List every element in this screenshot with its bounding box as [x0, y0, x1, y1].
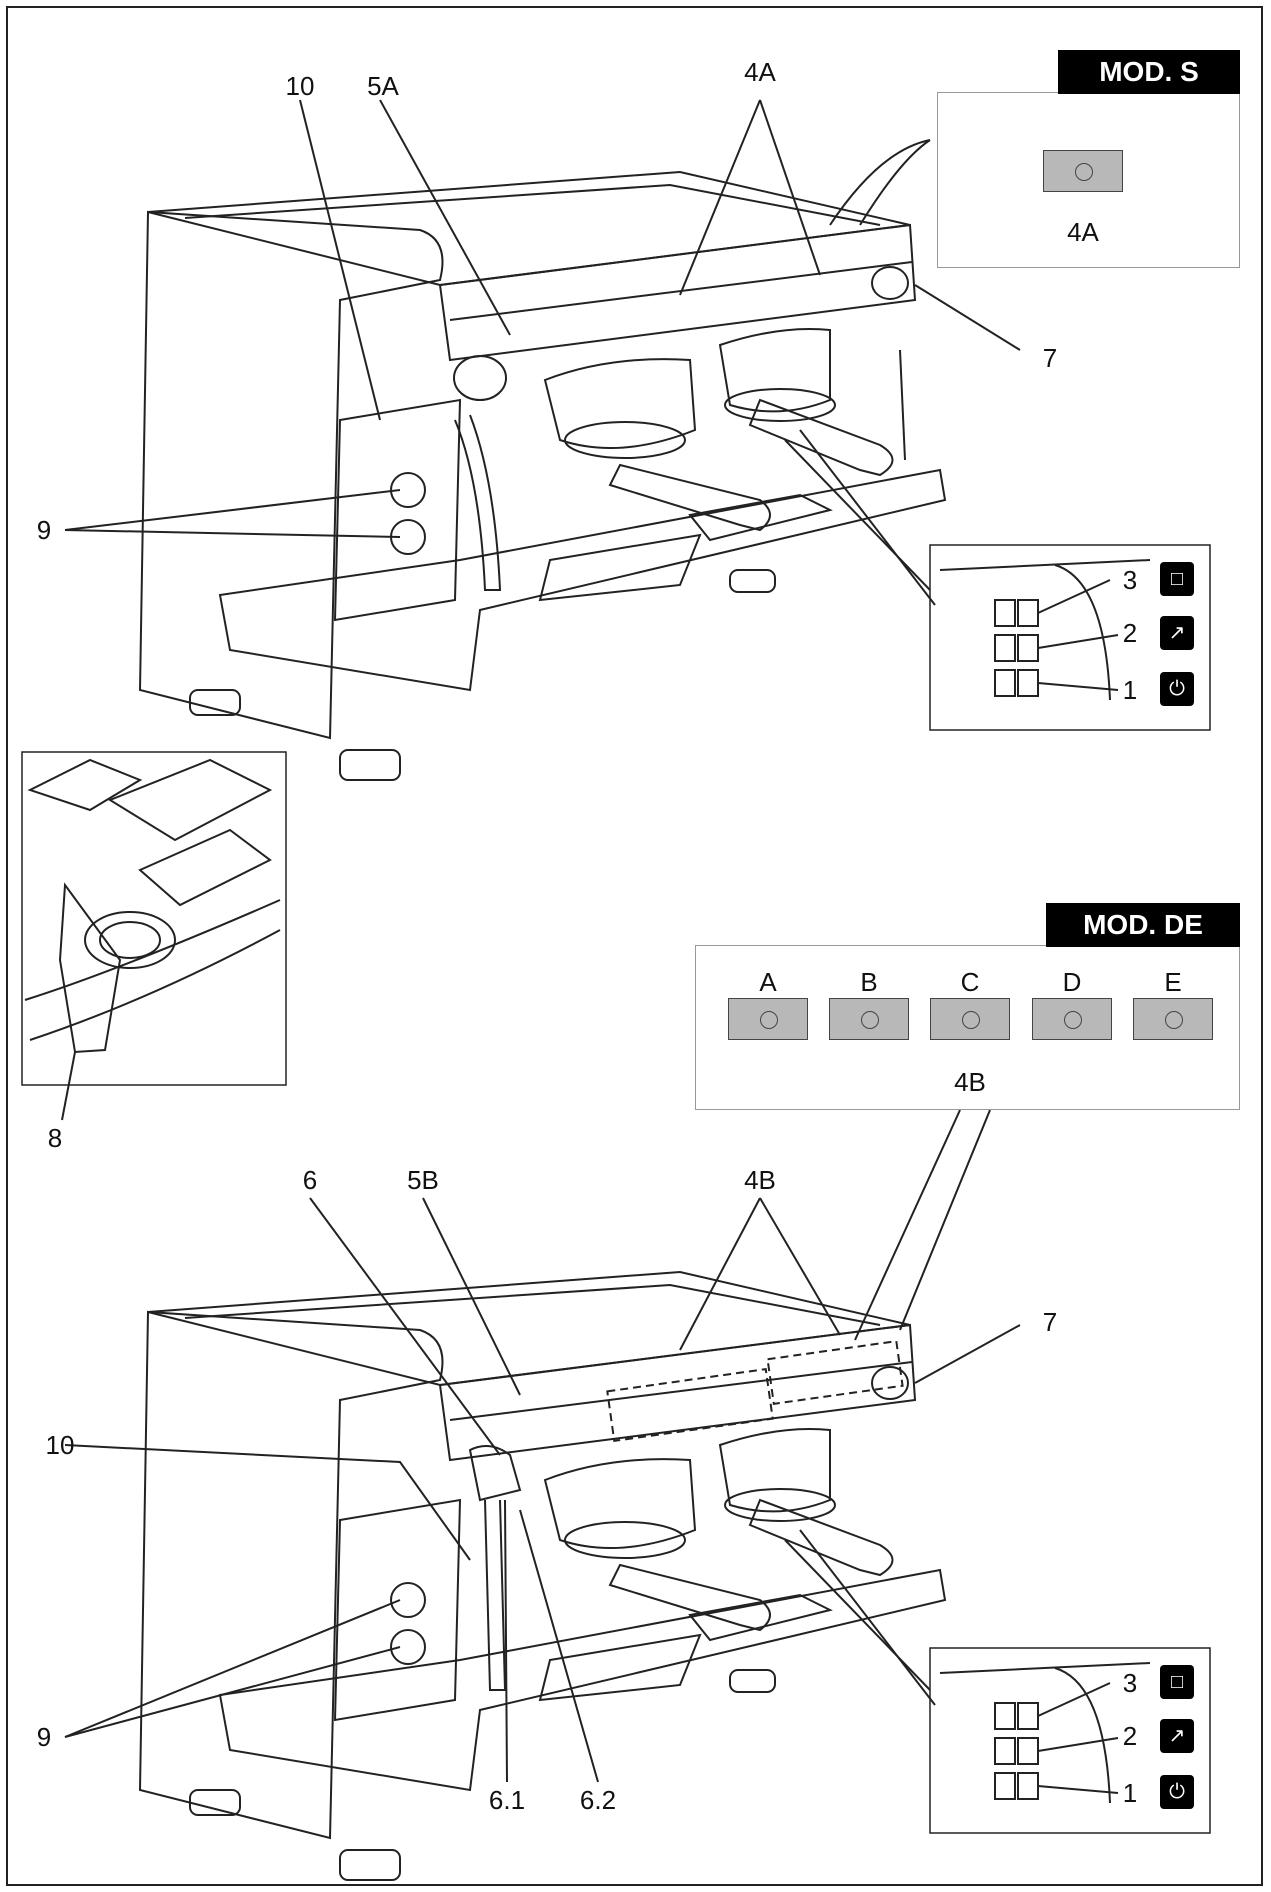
callout-6-2: 6.2 — [579, 1785, 617, 1815]
callout-3-top: 3 — [1122, 565, 1138, 595]
machine-top-drawing — [64, 99, 1021, 781]
callout-6-1: 6.1 — [488, 1785, 526, 1815]
steam-icon: ↗ — [1160, 1719, 1194, 1753]
callout-4b: 4B — [744, 1165, 776, 1195]
callout-6: 6 — [302, 1165, 318, 1195]
keys-group-label: 4B — [954, 1067, 986, 1097]
key-label-a: A — [759, 967, 777, 997]
cup-icon: □ — [1160, 1665, 1194, 1699]
detail-drawing — [21, 751, 287, 1121]
key-d — [1032, 998, 1112, 1040]
callout-9-top: 9 — [36, 515, 52, 545]
steam-icon: ↗ — [1160, 616, 1194, 650]
key-label-b: B — [860, 967, 878, 997]
mod-s-badge: MOD. S — [1058, 50, 1240, 94]
callout-10-top: 10 — [285, 71, 315, 101]
keypad-inset-top — [929, 544, 1211, 731]
callout-3-bottom: 3 — [1122, 1668, 1138, 1698]
callout-10-bottom: 10 — [45, 1430, 75, 1460]
callout-7-top: 7 — [1042, 343, 1058, 373]
key-a — [728, 998, 808, 1040]
key-label-e: E — [1164, 967, 1182, 997]
mod-de-badge: MOD. DE — [1046, 903, 1240, 947]
keypad-inset-bottom — [929, 1647, 1211, 1834]
callout-2-top: 2 — [1122, 618, 1138, 648]
mod-s-button-label: 4A — [1067, 217, 1099, 247]
callout-9-bottom: 9 — [36, 1722, 52, 1752]
callout-1-bottom: 1 — [1122, 1778, 1138, 1808]
callout-8: 8 — [47, 1123, 63, 1153]
callout-4a: 4A — [744, 57, 776, 87]
callout-7-bottom: 7 — [1042, 1307, 1058, 1337]
callout-5a: 5A — [367, 71, 399, 101]
cup-icon: □ — [1160, 562, 1194, 596]
machine-bottom-drawing — [64, 1197, 1021, 1881]
key-c — [930, 998, 1010, 1040]
mod-s-button — [1043, 150, 1123, 192]
key-e — [1133, 998, 1213, 1040]
callout-1-top: 1 — [1122, 675, 1138, 705]
power-icon: ⏻ — [1160, 1775, 1194, 1809]
key-label-c: C — [960, 967, 980, 997]
callout-2-bottom: 2 — [1122, 1721, 1138, 1751]
callout-5b: 5B — [407, 1165, 439, 1195]
key-label-d: D — [1062, 967, 1082, 997]
key-b — [829, 998, 909, 1040]
power-icon: ⏻ — [1160, 672, 1194, 706]
